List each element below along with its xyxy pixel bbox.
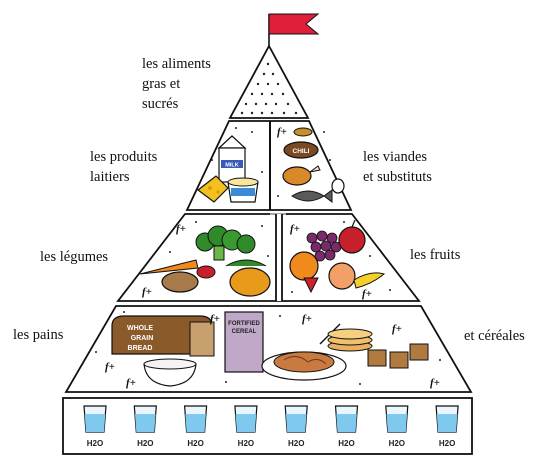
tier-vegetables-fruits: f+ f+ f+ f+ bbox=[116, 213, 421, 302]
h2o-label: H2O bbox=[238, 439, 254, 448]
fplus-grain-2: f+ bbox=[302, 313, 312, 325]
fplus-grain-3: f+ bbox=[392, 323, 402, 335]
fish-icon bbox=[291, 189, 333, 203]
fplus-veg-bottom: f+ bbox=[142, 286, 152, 298]
tier-apex bbox=[228, 44, 310, 119]
water-glass-icon: H2O bbox=[334, 405, 359, 448]
potato-icon bbox=[161, 271, 199, 293]
cereal-box-icon: FORTIFIED CEREAL bbox=[224, 311, 264, 373]
chili-can-icon: CHILI bbox=[283, 141, 319, 159]
strawberry-icon bbox=[303, 277, 319, 294]
label-dairy-line-2: laitiers bbox=[90, 169, 130, 185]
bread-icon: WHOLE GRAIN BREAD bbox=[111, 315, 215, 357]
h2o-label: H2O bbox=[338, 439, 354, 448]
bread-label-2: GRAIN bbox=[131, 335, 154, 342]
label-dairy: les produits laitiers bbox=[90, 147, 157, 187]
apple-icon bbox=[338, 219, 366, 254]
squash-icon bbox=[225, 259, 271, 297]
cheese-icon bbox=[197, 175, 229, 203]
broccoli-icon bbox=[195, 225, 256, 261]
water-glass-icon: H2O bbox=[83, 405, 107, 448]
pancakes-icon bbox=[327, 328, 373, 352]
label-meat: les viandes et substituts bbox=[363, 147, 432, 187]
water-glass-icon: H2O bbox=[234, 405, 258, 448]
peach-icon bbox=[328, 262, 356, 290]
orange-icon bbox=[289, 251, 319, 281]
peanut-icon bbox=[293, 127, 313, 137]
fplus-grain-5: f+ bbox=[126, 377, 136, 389]
chili-label: CHILI bbox=[293, 148, 310, 155]
fplus-grain-6: f+ bbox=[430, 377, 440, 389]
water-glass-icon: H2O bbox=[435, 405, 459, 448]
label-apex-line-1: les aliments bbox=[142, 56, 211, 72]
flag-icon bbox=[268, 13, 320, 50]
pepper-icon bbox=[196, 265, 216, 279]
yogurt-icon bbox=[227, 177, 259, 203]
fplus-fruit-bottom: f+ bbox=[362, 288, 372, 300]
cereal-label-1: FORTIFIED bbox=[228, 321, 260, 327]
pasta-plate-icon bbox=[261, 323, 347, 381]
label-meat-line-2: et substituts bbox=[363, 169, 432, 185]
egg-icon bbox=[331, 178, 345, 194]
tier-dairy-meat: MILK CHILI f+ bbox=[185, 120, 353, 211]
label-fruits: les fruits bbox=[410, 247, 461, 263]
fplus-veg-top: f+ bbox=[176, 223, 186, 235]
h2o-label: H2O bbox=[389, 439, 405, 448]
h2o-label: H2O bbox=[288, 439, 304, 448]
cereal-label-2: CEREAL bbox=[232, 329, 257, 335]
h2o-label: H2O bbox=[187, 439, 203, 448]
water-glass-icon: H2O bbox=[133, 405, 157, 448]
crackers-icon bbox=[367, 343, 429, 369]
h2o-label: H2O bbox=[137, 439, 153, 448]
label-meat-line-1: les viandes bbox=[363, 149, 428, 165]
milk-carton-icon: MILK bbox=[217, 135, 247, 183]
tier-water: H2O H2O H2O H2O H2O H2O H2O H2O bbox=[62, 397, 473, 455]
fplus-grain-1: f+ bbox=[210, 313, 220, 325]
grapes-icon bbox=[306, 230, 342, 262]
h2o-label: H2O bbox=[439, 439, 455, 448]
label-fats-sugars: les aliments gras et sucrés bbox=[142, 54, 211, 114]
label-apex-line-2: gras et bbox=[142, 76, 181, 92]
label-vegetables: les légumes bbox=[40, 249, 109, 265]
chicken-icon bbox=[282, 165, 321, 186]
label-breads: les pains bbox=[13, 327, 64, 343]
fplus-fruit-top: f+ bbox=[290, 223, 300, 235]
label-cereals: et céréales bbox=[464, 328, 525, 344]
tier-grains: WHOLE GRAIN BREAD FORTIFIED CEREAL bbox=[64, 305, 473, 393]
carrot-icon bbox=[139, 259, 199, 275]
water-glass-icon: H2O bbox=[183, 405, 208, 448]
water-glass-icon: H2O bbox=[284, 405, 308, 448]
bread-label-1: WHOLE bbox=[127, 325, 153, 332]
fplus-grain-4: f+ bbox=[105, 361, 115, 373]
rice-bowl-icon bbox=[143, 358, 197, 387]
bread-label-3: BREAD bbox=[128, 345, 153, 352]
fplus-meat: f+ bbox=[277, 126, 287, 138]
water-glass-icon: H2O bbox=[385, 405, 409, 448]
banana-icon bbox=[353, 272, 386, 289]
label-apex-line-3: sucrés bbox=[142, 96, 179, 112]
label-dairy-line-1: les produits bbox=[90, 149, 158, 165]
milk-label: MILK bbox=[225, 163, 238, 169]
h2o-label: H2O bbox=[87, 439, 103, 448]
